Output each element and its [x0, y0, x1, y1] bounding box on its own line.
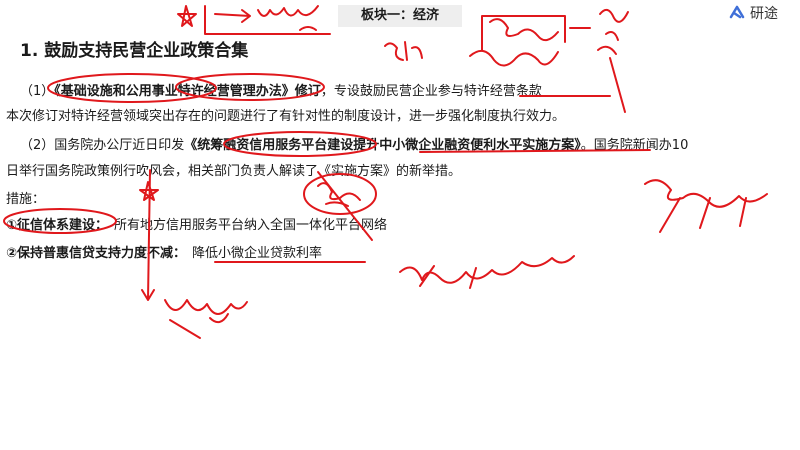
paragraph-2-document: 《统筹融资信用服务平台建设提升中小微企业融资便利水平实施方案》: [184, 138, 581, 153]
annotation-scribble-nonpublic: [257, 5, 319, 31]
annotation-vertical-line: [609, 57, 626, 113]
paragraph-2-rest: 。国务院新闻办10: [580, 138, 689, 153]
annotation-arrow-nonpublic: [214, 9, 251, 23]
annotation-scribble-press: [164, 299, 248, 339]
annotation-scribble-capital: [644, 179, 768, 233]
measure-1-text: 所有地方信用服务平台纳入全国一体化平台网络: [114, 218, 388, 233]
paragraph-1-line-1: （1）《基础设施和公用事业特许经营管理办法》修订，专设鼓励民营企业参与特许经营条…: [20, 80, 542, 99]
measure-2-text: 降低小微企业贷款利率: [192, 246, 323, 261]
measure-item-1: ①征信体系建设： 所有地方信用服务平台纳入全国一体化平台网络: [6, 214, 387, 233]
annotation-arrow-down: [141, 169, 155, 301]
brand: 研途: [728, 2, 778, 24]
measure-2-label: ②保持普惠信贷支持力度不减：: [6, 246, 187, 261]
measures-heading: 措施：: [6, 192, 46, 207]
annotation-circle-loan: [303, 173, 377, 215]
paragraph-1-document: 《基础设施和公用事业特许经营管理办法》: [54, 84, 295, 99]
annotation-scribble-loan: [317, 182, 361, 207]
page-title: 1. 鼓励支持民营企业政策合集: [20, 41, 249, 61]
annotation-scribble-support: [384, 41, 423, 61]
paragraph-1-prefix: （1）: [20, 84, 55, 99]
measure-1-label: ①征信体系建设：: [6, 218, 109, 233]
annotation-box-state: [481, 15, 566, 51]
annotation-box-top: [204, 5, 331, 35]
annotation-star-mid: [139, 181, 159, 201]
brand-name: 研途: [750, 6, 778, 22]
paragraph-2-prefix: （2）国务院办公厅近日印发: [20, 138, 185, 153]
annotation-scribble-state: [489, 18, 559, 42]
paragraph-2-line-2: 日举行国务院政策例行吹风会，相关部门负责人解读了《实施方案》的新举措。: [6, 164, 462, 179]
paragraph-1-rest: ，专设鼓励民营企业参与特许经营条款: [320, 84, 542, 99]
annotation-scribble-public: [469, 49, 559, 67]
annotation-star-left: [177, 5, 197, 27]
paragraph-2-line-1: （2）国务院办公厅近日印发《统筹融资信用服务平台建设提升中小微企业融资便利水平实…: [20, 134, 688, 153]
paragraph-1-line-2: 本次修订对特许经营领域突出存在的问题进行了有针对性的制度设计，进一步强化制度执行…: [6, 109, 566, 124]
annotation-scribble-private: [597, 8, 629, 55]
paragraph-1-action: 修订: [294, 84, 321, 99]
yantu-logo-icon: [729, 5, 745, 19]
measure-item-2: ②保持普惠信贷支持力度不减： 降低小微企业贷款利率: [6, 242, 322, 261]
section-tag: 板块一：经济: [338, 5, 462, 27]
annotation-scribble-economy: [399, 255, 575, 289]
